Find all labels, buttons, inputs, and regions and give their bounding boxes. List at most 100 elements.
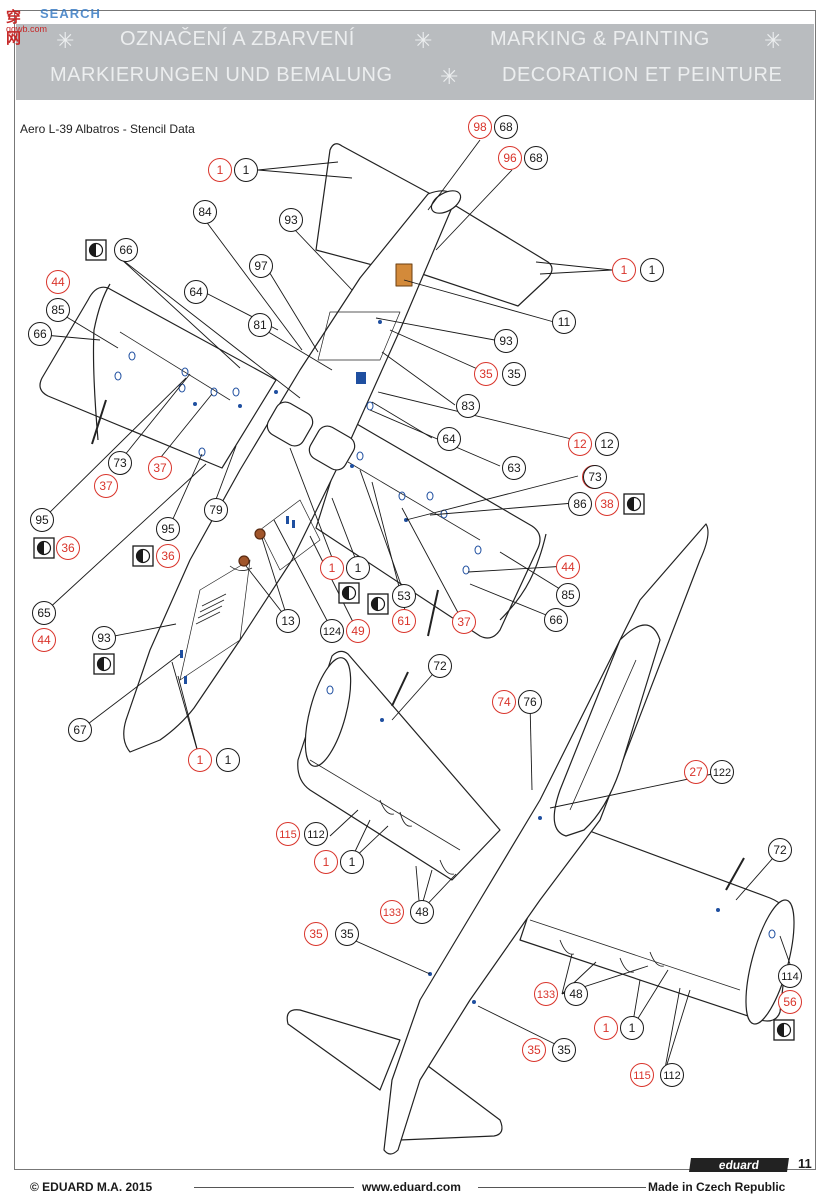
callout-black-66: 66 (28, 322, 52, 346)
callout-label: 1 (197, 753, 204, 767)
intake-left (266, 401, 314, 447)
intake-right (308, 425, 356, 471)
callout-label: 64 (189, 285, 203, 299)
tip-tank-right (499, 533, 547, 621)
callout-red-36: 36 (156, 544, 180, 568)
callout-red-115: 115 (630, 1063, 654, 1087)
callout-red-1: 1 (208, 158, 232, 182)
callout-label: 1 (323, 855, 330, 869)
callout-red-1: 1 (320, 556, 344, 580)
callout-black-95: 95 (30, 508, 54, 532)
shade-icons (33, 239, 795, 1041)
callout-label: 48 (569, 987, 583, 1001)
callout-black-72: 72 (428, 654, 452, 678)
callout-label: 37 (457, 615, 471, 629)
callout-label: 93 (284, 213, 298, 227)
callout-black-35: 35 (335, 922, 359, 946)
callout-red-27: 27 (684, 760, 708, 784)
callout-label: 115 (633, 1070, 651, 1082)
tailplane-lower-left (286, 1009, 401, 1091)
callout-black-84: 84 (193, 200, 217, 224)
callout-label: 133 (383, 907, 401, 919)
callout-label: 93 (97, 631, 111, 645)
callout-black-73: 73 (108, 451, 132, 475)
callout-black-79: 79 (204, 498, 228, 522)
callout-black-66: 66 (114, 238, 138, 262)
callout-label: 112 (663, 1070, 681, 1082)
callout-label: 12 (573, 437, 587, 451)
callout-black-112: 112 (304, 822, 328, 846)
tip-tank-left-lower (304, 657, 352, 767)
website-link[interactable]: www.eduard.com (362, 1180, 461, 1194)
callout-red-98: 98 (468, 115, 492, 139)
callout-label: 85 (51, 303, 65, 317)
star-icon: ✳ (440, 64, 459, 89)
orange-panel (395, 263, 413, 287)
left-wing-lower (297, 650, 501, 881)
callout-black-35: 35 (552, 1038, 576, 1062)
callout-black-53: 53 (392, 584, 416, 608)
callout-label: 53 (397, 589, 411, 603)
left-wing (39, 286, 277, 469)
callout-label: 115 (279, 829, 297, 841)
callout-label: 67 (73, 723, 87, 737)
callout-label: 1 (355, 561, 362, 575)
callout-black-48: 48 (564, 982, 588, 1006)
callout-label: 76 (523, 695, 537, 709)
footer: © EDUARD M.A. 2015 www.eduard.com Made i… (0, 1176, 832, 1200)
callout-label: 73 (588, 470, 602, 484)
callout-label: 13 (281, 614, 295, 628)
callout-red-96: 96 (498, 146, 522, 170)
callout-label: 1 (621, 263, 628, 277)
header-banner: OZNAČENÍ A ZBARVENÍ ✳ ✳ MARKING & PAINTI… (16, 24, 814, 100)
star-icon: ✳ (764, 28, 783, 53)
header-title-de: MARKIERUNGEN UND BEMALUNG (50, 64, 393, 86)
callout-label: 68 (499, 120, 513, 134)
callout-black-97: 97 (249, 254, 273, 278)
callout-label: 11 (558, 315, 571, 329)
callout-red-35: 35 (304, 922, 328, 946)
callout-label: 95 (161, 522, 175, 536)
callout-black-13: 13 (276, 609, 300, 633)
callout-black-35: 35 (502, 362, 526, 386)
callout-black-124: 124 (320, 619, 344, 643)
callout-label: 36 (161, 549, 175, 563)
callout-label: 1 (225, 753, 232, 767)
callout-label: 37 (153, 461, 167, 475)
callout-red-1: 1 (594, 1016, 618, 1040)
callout-black-68: 68 (524, 146, 548, 170)
callout-label: 68 (529, 151, 543, 165)
callout-label: 96 (503, 151, 517, 165)
callout-label: 12 (600, 437, 614, 451)
aircraft-top-view (39, 143, 553, 753)
page-frame (14, 10, 816, 1170)
callout-red-44: 44 (556, 555, 580, 579)
callout-red-38: 38 (595, 492, 619, 516)
callout-label: 44 (37, 633, 51, 647)
callout-red-37: 37 (452, 610, 476, 634)
callout-red-56: 56 (778, 990, 802, 1014)
callout-red-61: 61 (392, 609, 416, 633)
callout-label: 124 (323, 626, 341, 638)
callout-label: 35 (309, 927, 323, 941)
callout-label: 36 (61, 541, 75, 555)
half-circle-icon (85, 239, 107, 261)
callout-label: 73 (113, 456, 127, 470)
callout-black-1: 1 (346, 556, 370, 580)
callout-label: 98 (473, 120, 487, 134)
subtitle: Aero L-39 Albatros - Stencil Data (20, 122, 195, 136)
callout-label: 35 (479, 367, 493, 381)
callout-black-114: 114 (778, 964, 802, 988)
leader-lines (41, 139, 791, 1075)
callout-label: 84 (198, 205, 212, 219)
made-in: Made in Czech Republic (648, 1180, 786, 1194)
callout-label: 95 (35, 513, 49, 527)
callout-red-1: 1 (612, 258, 636, 282)
callout-black-66: 66 (544, 608, 568, 632)
callout-label: 38 (600, 497, 614, 511)
callout-black-11: 11 (552, 310, 576, 334)
callout-black-63: 63 (502, 456, 526, 480)
callout-black-65: 65 (32, 601, 56, 625)
